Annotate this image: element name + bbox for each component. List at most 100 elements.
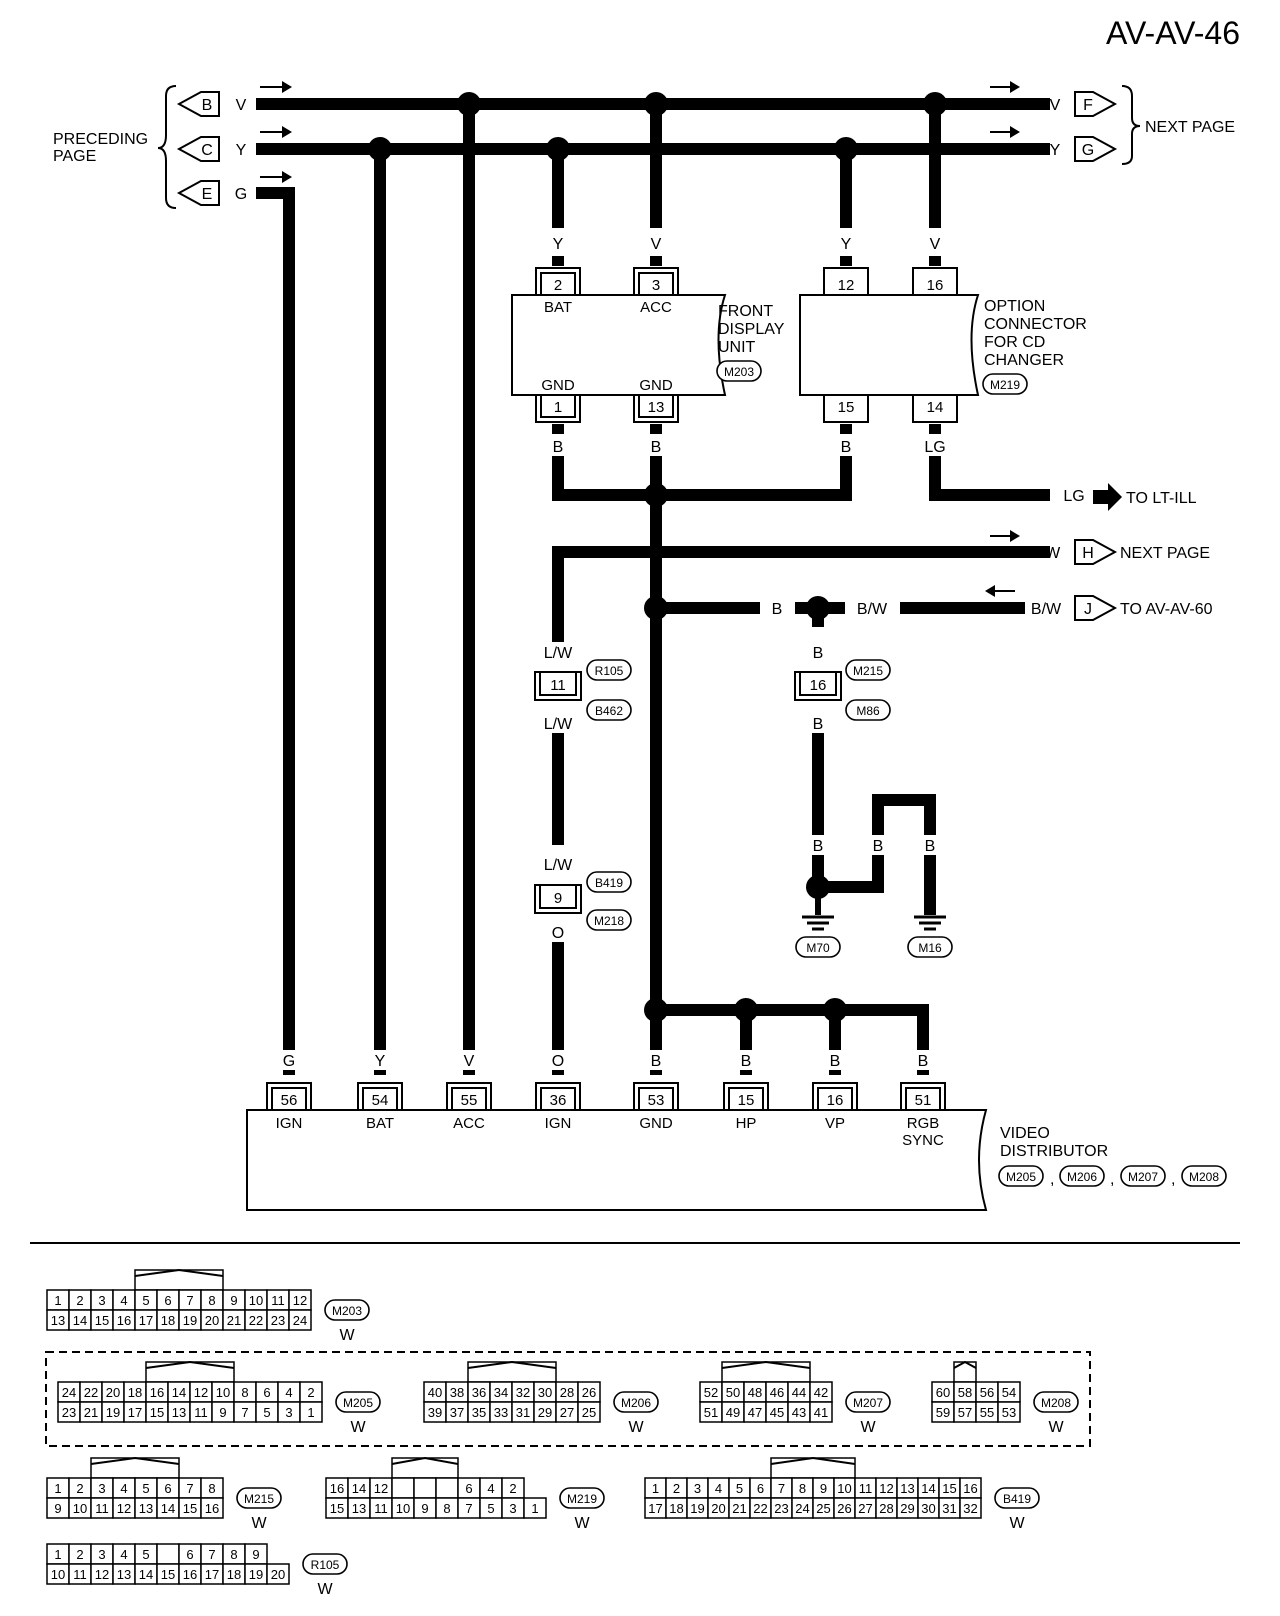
cavity-number: 40 [428,1385,442,1400]
cavity-number: 8 [241,1385,248,1400]
pin-14-num: 14 [927,399,944,416]
cavity-number: 17 [205,1567,219,1582]
lt-ill-color: LG [1063,488,1084,505]
pin-12-num: 12 [838,277,855,294]
pin-3-num: 3 [652,277,660,294]
pin-gnd1-name: GND [541,377,575,394]
terminal-e-letter: E [202,186,213,203]
cavity-number: 42 [814,1385,828,1400]
cavity-number: 15 [330,1501,344,1516]
preceding-page-label-2: PAGE [53,148,96,165]
cavity-number: 4 [120,1481,127,1496]
cavity-number: 23 [62,1405,76,1420]
output-lt-ill: LG TO LT-ILL [1063,483,1197,511]
vd-pin-number: 55 [461,1092,478,1109]
vd-wire-color: B [830,1053,841,1070]
cavity-number: 4 [715,1481,722,1496]
connector-code: M207 [853,1396,883,1410]
cavity-number: 13 [117,1567,131,1582]
vd-pin-number: 15 [738,1092,755,1109]
vd-pin-name: IGN [545,1115,572,1132]
joint11-code-2: B462 [595,704,623,718]
terminal-e: E G [176,180,247,206]
cavity-number: 8 [208,1481,215,1496]
cavity-number: 13 [352,1501,366,1516]
next-h-color: L/W [1032,545,1061,562]
cavity-number: 5 [142,1481,149,1496]
terminal-g: Y G [1050,136,1118,162]
cavity-number: 10 [216,1385,230,1400]
cavity-number: 16 [963,1481,977,1496]
joint-connector-16: B 16 B M215 M86 [794,642,891,733]
cavity-number: 24 [795,1501,809,1516]
av60-color: B/W [1031,601,1062,618]
cavity-number: 18 [161,1313,175,1328]
vd-pin-number: 36 [550,1092,567,1109]
joint11-num: 11 [550,677,566,694]
next-h-label: NEXT PAGE [1120,545,1210,562]
cavity-number: 20 [711,1501,725,1516]
cavity-number: 30 [538,1385,552,1400]
cavity-number: 25 [582,1405,596,1420]
flow-arrows-left [260,81,1020,183]
vd-code-1: M205 [1006,1170,1036,1184]
terminal-b-color: V [236,97,247,114]
terminal-f-letter: F [1083,97,1093,114]
cavity-number: 7 [208,1547,215,1562]
vd-pin-name: HP [736,1115,757,1132]
cavity-number: 15 [95,1313,109,1328]
joint16-code-2: M86 [856,704,880,718]
pin-gnd2-name: GND [639,377,673,394]
vd-sep-1: , [1050,1171,1054,1188]
cavity-number: 16 [205,1501,219,1516]
cavity-number: 25 [816,1501,830,1516]
cavity-number: 4 [487,1481,494,1496]
joint11-code-1: R105 [595,664,624,678]
cavity-number: 24 [62,1385,76,1400]
cavity-number: 47 [748,1405,762,1420]
cavity-number: 11 [73,1567,87,1582]
cavity-number: 57 [958,1405,972,1420]
cavity-number: 8 [799,1481,806,1496]
cavity-number: 55 [980,1405,994,1420]
cavity-number: 60 [936,1385,950,1400]
cavity-number: 13 [172,1405,186,1420]
pin-13-num: 13 [648,399,665,416]
vd-wire-color: V [464,1053,475,1070]
vd-wire-color: G [283,1053,295,1070]
cavity-number: 10 [249,1293,263,1308]
terminal-e-color: G [235,186,247,203]
cavity-number: 23 [774,1501,788,1516]
cavity-number: 4 [120,1547,127,1562]
connector-color: W [628,1419,644,1436]
cavity-number: 1 [531,1501,538,1516]
cavity-number: 31 [942,1501,956,1516]
cavity-number: 7 [465,1501,472,1516]
wire-color-15: B [841,439,852,456]
option-name-3: FOR CD [984,334,1045,351]
cavity-number: 2 [307,1385,314,1400]
cavity-number: 23 [271,1313,285,1328]
cavity-number: 14 [352,1481,366,1496]
joint16-num: 16 [810,677,827,694]
joint-connector-9: L/W 9 O B419 M218 [534,855,632,942]
connector-code: M208 [1041,1396,1071,1410]
connector-color: W [251,1515,267,1532]
cavity-number: 19 [183,1313,197,1328]
connector-code: R105 [311,1558,340,1572]
vd-pin-name: ACC [453,1115,485,1132]
front-display-name-2: DISPLAY [718,321,785,338]
vd-code-2: M206 [1067,1170,1097,1184]
cavity-number: 32 [516,1385,530,1400]
cavity-number: 48 [748,1385,762,1400]
cavity-number: 18 [669,1501,683,1516]
vd-pin-name-2: SYNC [902,1132,944,1149]
grounds: B B B M70 M16 [795,835,953,958]
vd-pin-name: BAT [366,1115,394,1132]
preceding-page-label: PRECEDING [53,131,148,148]
cavity-number: 15 [942,1481,956,1496]
